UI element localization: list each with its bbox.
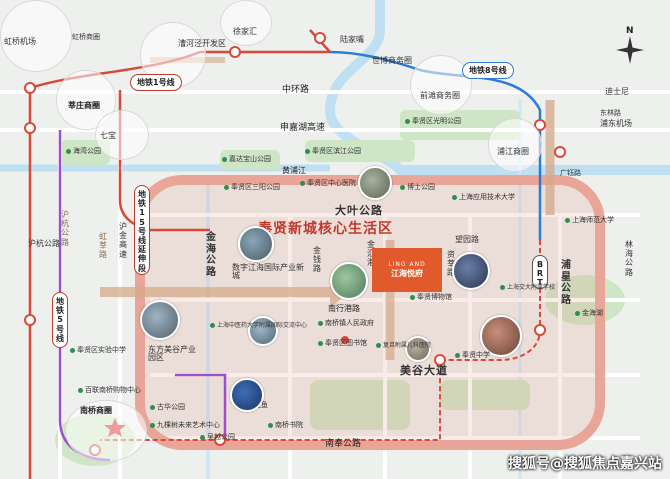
- label-qibao: 七宝: [100, 131, 116, 140]
- label-hongqiao-airport: 虹桥机场: [4, 37, 36, 46]
- compass-label: N: [626, 26, 634, 36]
- label-lujiazui: 陆家嘴: [340, 35, 364, 44]
- photo-fish: [230, 378, 264, 412]
- road-nanxinggang: 南行港路: [328, 304, 360, 313]
- label-xujiahui: 徐家汇: [233, 27, 257, 36]
- poi-18: 古华公园: [150, 402, 185, 412]
- label-hongxin: 虹莘路: [99, 232, 107, 260]
- poi-0: 嘉达宝山公园: [222, 154, 271, 164]
- poi-2: 博士公园: [400, 182, 435, 192]
- road-nanfeng: 南奉公路: [325, 439, 362, 449]
- poi-9: 奉贤区中心医院: [300, 178, 356, 188]
- road-daye: 大叶公路: [335, 204, 383, 217]
- city-core-ring: [135, 175, 605, 450]
- poi-8: 上海交大附属学校: [500, 282, 555, 291]
- poi-13: 奉贤区图书馆: [318, 338, 367, 348]
- label-qiantan: 前滩商务圈: [420, 91, 460, 100]
- district-digital-jianghai: 数字江海国际产业新城: [232, 263, 304, 280]
- poi-20: 吴越公园: [200, 432, 235, 442]
- road-donglin: 东林路: [600, 109, 621, 117]
- poi-19: 百联南桥购物中心: [78, 385, 141, 395]
- label-disney: 迪士尼: [605, 87, 629, 96]
- photo-school: [452, 252, 490, 290]
- road-guangyu: 广钰路: [560, 169, 581, 177]
- road-zhongjia: 申嘉湖高速: [280, 123, 326, 133]
- road-pusheng: 浦星公路: [561, 260, 571, 306]
- photo-park-north: [358, 166, 392, 200]
- metro-line15-tag[interactable]: 地铁15号线延伸段: [134, 185, 150, 275]
- district-circle-pujiang: [488, 118, 542, 172]
- photo-park: [330, 262, 368, 300]
- poi-21: 奉贤中学: [455, 350, 490, 360]
- poi-7: 复旦附属儿科医院: [376, 340, 431, 349]
- road-wangyuan: 望园路: [455, 235, 479, 244]
- label-huhang-top: 沪杭公路: [28, 239, 60, 248]
- road-jinqian: 金钱路: [313, 246, 321, 274]
- road-meigu: 美谷大道: [400, 364, 448, 377]
- project-block[interactable]: LING AND 江海悦府: [372, 248, 442, 292]
- road-jinhai: 金海公路: [206, 232, 216, 278]
- project-name: 江海悦府: [391, 269, 423, 278]
- poi-11: 奉贤博物馆: [410, 292, 452, 302]
- photo-dongfang: [140, 300, 180, 340]
- compass-rose: [616, 36, 644, 64]
- label-pujiang: 浦江商圈: [497, 147, 529, 156]
- poi-15: 上海师范大学: [565, 215, 614, 225]
- road-jinhuigang: 金汇港: [367, 240, 375, 268]
- label-caohejing: 漕河泾开发区: [178, 39, 226, 48]
- district-circle-airport: [0, 0, 72, 72]
- poi-5: 奉贤区光明公园: [405, 116, 461, 126]
- metro-line5-branch: [175, 373, 227, 440]
- road-hujin-vertical: 沪金高速: [119, 222, 127, 259]
- metro-line8-tag[interactable]: 地铁8号线: [462, 62, 514, 79]
- photo-digital: [238, 226, 274, 262]
- poi-16: 奉贤区实验中学: [70, 345, 126, 355]
- label-shibo: 世博商务圈: [372, 56, 412, 65]
- district-circle-xujiahui: [220, 0, 272, 46]
- road-zhonghuan: 中环路: [282, 85, 310, 95]
- poi-1: 奉贤区三阳公园: [224, 182, 280, 192]
- district-circle-qiantan: [410, 55, 472, 115]
- project-brand: LING AND: [388, 261, 426, 268]
- road-linhai: 林海公路: [625, 240, 633, 277]
- road-zixin: 资莘路: [447, 250, 455, 278]
- poi-14: 上海应用技术大学: [452, 192, 515, 202]
- poi-3: 奉贤区滨江公园: [305, 146, 361, 156]
- label-hongqiao-hub: 虹桥商圈: [72, 33, 100, 41]
- headline: 奉贤新城核心生活区: [258, 221, 393, 237]
- district-dongfang-meigu: 东方美谷产业园区: [148, 345, 196, 362]
- poi-22: 南桥书院: [268, 420, 303, 430]
- poi-6: 上海中医药大学附属国际交流中心: [210, 320, 307, 329]
- label-pudong-airport: 浦东机场: [600, 119, 632, 128]
- arrow-west: [100, 276, 350, 308]
- green-area-8: [440, 380, 530, 410]
- label-xinzhuang: 莘庄商圈: [68, 101, 100, 110]
- metro-line5-tag[interactable]: 地铁5号线: [52, 292, 68, 348]
- road-huhang-vertical: 沪杭公路: [61, 210, 69, 247]
- watermark: 搜狐号@搜狐焦点嘉兴站: [508, 456, 662, 472]
- district-circle-qibao: [95, 110, 149, 160]
- brt-tag[interactable]: BRT: [532, 255, 548, 289]
- metro-line1-tag[interactable]: 地铁1号线: [130, 74, 182, 91]
- poi-17: 金海湖: [575, 308, 603, 318]
- district-circle-nanqiao: [65, 400, 147, 462]
- district-nanqiao: 南桥商圈: [80, 406, 112, 415]
- poi-4: 海湾公园: [66, 146, 101, 156]
- label-river: 黄浦江: [282, 166, 306, 175]
- poi-10: 九棵树未来艺术中心: [150, 420, 220, 430]
- poi-12: 南桥镇人民政府: [318, 318, 374, 328]
